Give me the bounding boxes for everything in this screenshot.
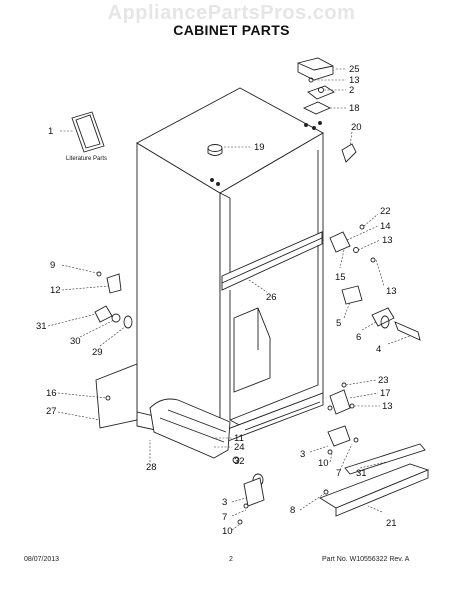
callout-2: 2 xyxy=(349,85,354,96)
callout-31: 31 xyxy=(356,468,367,479)
callout-3: 3 xyxy=(222,497,227,508)
callout-4: 4 xyxy=(376,344,381,355)
callout-32: 32 xyxy=(234,456,245,467)
literature-booklet xyxy=(71,111,105,153)
callout-20: 20 xyxy=(351,122,362,133)
callout-10: 10 xyxy=(222,526,233,537)
watermark: AppliancePartsPros.com xyxy=(107,2,356,24)
callout-26: 26 xyxy=(266,292,277,303)
callout-7: 7 xyxy=(222,512,227,523)
callout-19: 19 xyxy=(254,142,265,153)
callout-25: 25 xyxy=(349,64,360,75)
callout-21: 21 xyxy=(386,518,397,529)
callout-13: 13 xyxy=(382,235,393,246)
callout-30: 30 xyxy=(70,336,81,347)
callout-16: 16 xyxy=(46,388,57,399)
callout-28: 28 xyxy=(146,462,157,473)
page-title: CABINET PARTS xyxy=(173,22,290,38)
footer-part-number: Part No. W10556322 Rev. A xyxy=(322,556,410,563)
callout-7: 7 xyxy=(336,468,341,479)
callout-3: 3 xyxy=(300,449,305,460)
callout-31: 31 xyxy=(36,321,47,332)
callout-9: 9 xyxy=(50,260,55,271)
callout-29: 29 xyxy=(92,347,103,358)
callout-17: 17 xyxy=(380,388,391,399)
callout-18: 18 xyxy=(349,103,360,114)
callout-27: 27 xyxy=(46,406,57,417)
callout-13: 13 xyxy=(386,286,397,297)
callout-14: 14 xyxy=(380,221,391,232)
cabinet-front xyxy=(136,142,221,433)
callout-22: 22 xyxy=(380,206,391,217)
callout-1: 1 xyxy=(48,126,53,137)
callout-13: 13 xyxy=(349,75,360,86)
callout-6: 6 xyxy=(356,332,361,343)
callout-8: 8 xyxy=(290,505,295,516)
callout-15: 15 xyxy=(335,272,346,283)
callout-24: 24 xyxy=(234,442,245,453)
callout-13: 13 xyxy=(382,401,393,412)
callout-5: 5 xyxy=(336,318,341,329)
callout-23: 23 xyxy=(378,375,389,386)
cabinet-divider xyxy=(221,231,323,291)
callout-12: 12 xyxy=(50,285,61,296)
callout-11: 11 xyxy=(234,433,244,444)
footer-date: 08/07/2013 xyxy=(24,556,60,563)
lower-duct xyxy=(149,398,231,459)
footer-page: 2 xyxy=(229,556,233,563)
literature-label: Literature Parts xyxy=(66,156,107,162)
callout-10: 10 xyxy=(318,458,329,469)
